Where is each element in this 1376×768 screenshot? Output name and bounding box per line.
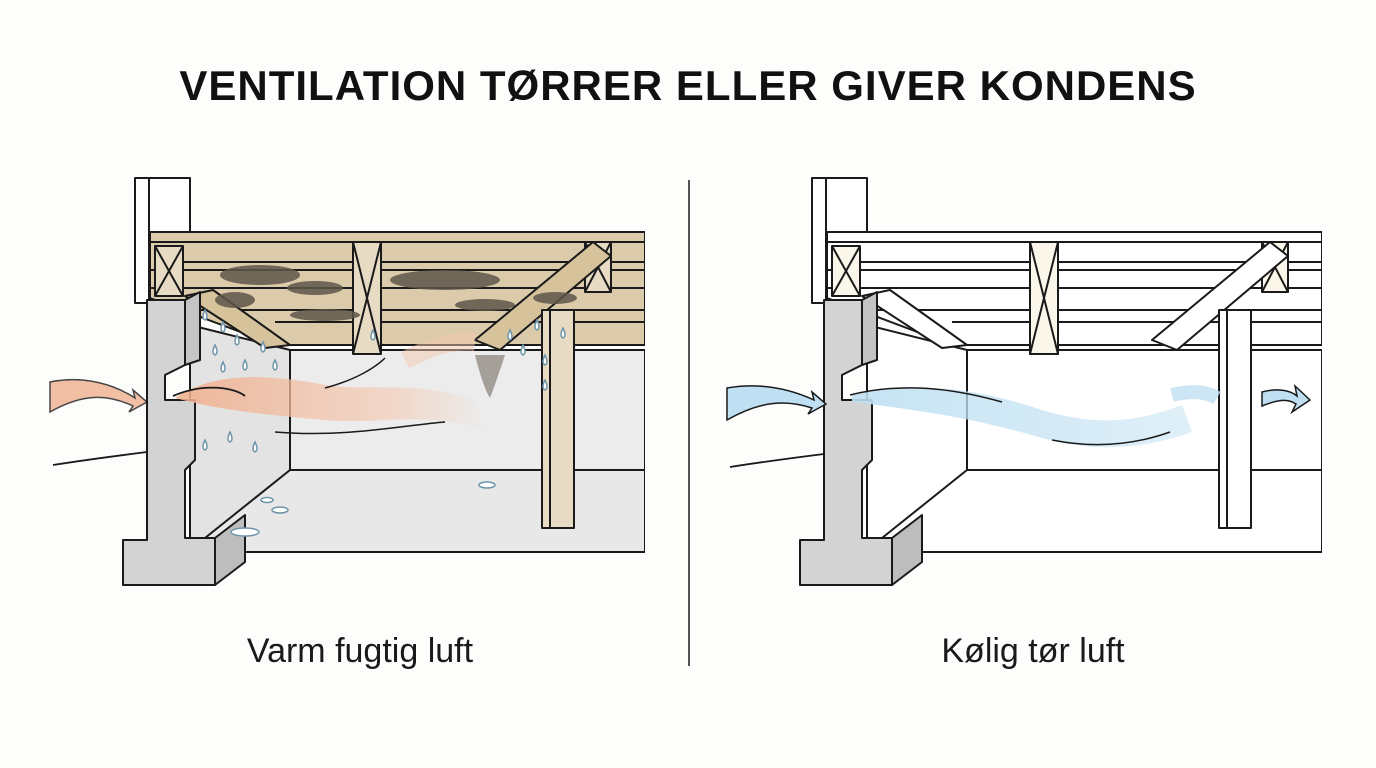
crawlspace-dry-diagram [726, 177, 1322, 586]
airflow-arrow-icon [726, 383, 1312, 468]
dry-air-illustration [722, 170, 1322, 600]
page-title: VENTILATION TØRRER ELLER GIVER KONDENS [179, 62, 1197, 109]
crawlspace-condensation-diagram [49, 177, 645, 586]
water-drop-icon [202, 308, 566, 537]
airflow-arrow-icon [49, 332, 485, 466]
caption-cool-dry: Kølig tør luft [941, 632, 1125, 670]
mold-stain-icon [215, 265, 577, 398]
humid-air-illustration [45, 170, 645, 600]
panel-divider [688, 180, 690, 666]
caption-warm-humid: Varm fugtig luft [246, 632, 474, 670]
